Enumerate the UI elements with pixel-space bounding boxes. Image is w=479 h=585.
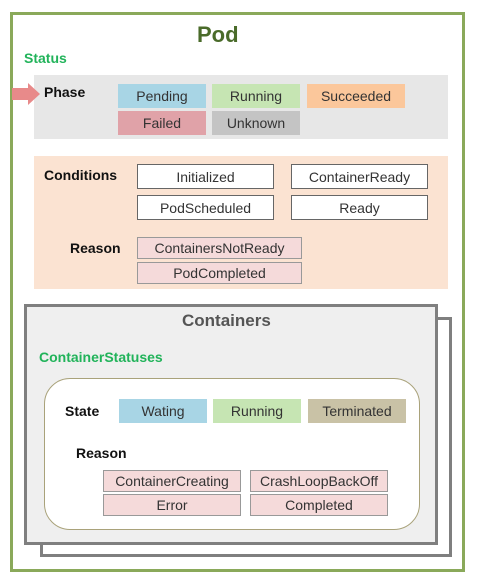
- containerstatuses-label: ContainerStatuses: [39, 349, 163, 365]
- arrow-right-icon: [12, 83, 40, 105]
- reason-podcompleted: PodCompleted: [137, 262, 302, 284]
- condition-containerready: ContainerReady: [291, 164, 428, 189]
- state-terminated: Terminated: [308, 399, 406, 423]
- containers-title: Containers: [182, 311, 271, 330]
- phase-unknown: Unknown: [212, 111, 300, 135]
- phase-failed: Failed: [118, 111, 206, 135]
- reason-containercreating: ContainerCreating: [103, 470, 241, 492]
- state-waiting: Wating: [119, 399, 207, 423]
- status-label: Status: [24, 50, 67, 66]
- reason-crashloopbackoff: CrashLoopBackOff: [250, 470, 388, 492]
- phase-pending: Pending: [118, 84, 206, 108]
- container-reason-label: Reason: [76, 445, 127, 461]
- state-label: State: [65, 403, 100, 419]
- reason-completed: Completed: [250, 494, 388, 516]
- condition-podscheduled: PodScheduled: [137, 195, 274, 220]
- phase-succeeded: Succeeded: [307, 84, 405, 108]
- reason-containersnotready: ContainersNotReady: [137, 237, 302, 259]
- pod-reason-label: Reason: [70, 240, 121, 256]
- condition-initialized: Initialized: [137, 164, 274, 189]
- condition-ready: Ready: [291, 195, 428, 220]
- pod-title: Pod: [197, 22, 239, 47]
- reason-error: Error: [103, 494, 241, 516]
- phase-running: Running: [212, 84, 300, 108]
- conditions-label: Conditions: [44, 167, 118, 183]
- state-running: Running: [213, 399, 301, 423]
- phase-label: Phase: [44, 84, 86, 100]
